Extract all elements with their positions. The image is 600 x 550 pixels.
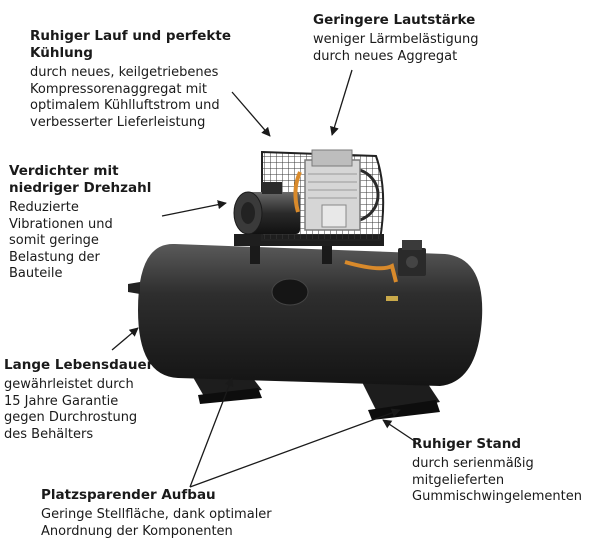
callout-space: Platzsparender Aufbau Geringe Stellfläch… (41, 487, 341, 540)
electric-motor (233, 182, 300, 235)
arrow-cooling (231, 91, 271, 137)
pressure-switch (398, 240, 426, 276)
callout-noise-body: weniger Lärmbelästigung durch neues Aggr… (313, 32, 479, 64)
callout-space-title: Platzsparender Aufbau (41, 487, 216, 503)
callout-arrows (111, 69, 417, 488)
callout-lifetime-title: Lange Lebensdauer (4, 357, 154, 373)
inspection-opening (271, 278, 309, 306)
callout-space-body: Geringe Stellfläche, dank optimaler Anor… (41, 507, 272, 539)
callout-cooling: Ruhiger Lauf und perfekte Kühlung durch … (30, 28, 270, 131)
arrow-stand (382, 419, 417, 443)
air-tank (128, 243, 483, 386)
compressor-pump (293, 149, 361, 231)
callout-noise-title: Geringere Lautstärke (313, 12, 476, 28)
arrow-space-right (189, 408, 401, 488)
callout-stand: Ruhiger Stand durch serienmäßig mitgelie… (412, 436, 597, 506)
callout-noise: Geringere Lautstärke weniger Lärmbelästi… (313, 12, 553, 65)
arrow-space-left (189, 377, 234, 488)
callout-rpm: Verdichter mit niedriger Drehzahl Reduzi… (9, 163, 184, 283)
callout-cooling-title: Ruhiger Lauf und perfekte Kühlung (30, 28, 231, 61)
callout-cooling-body: durch neues, keilgetriebenes Kompressore… (30, 65, 220, 130)
callout-rpm-body: Reduzierte Vibrationen und somit geringe… (9, 200, 113, 281)
callout-stand-body: durch serienmäßig mitgelieferten Gummisc… (412, 456, 582, 504)
callout-stand-title: Ruhiger Stand (412, 436, 521, 452)
brand-label-icon (386, 296, 398, 301)
callout-rpm-title: Verdichter mit niedriger Drehzahl (9, 163, 152, 196)
callout-lifetime: Lange Lebensdauer gewährleistet durch 15… (4, 357, 204, 443)
arrow-lifetime (111, 327, 139, 351)
arrow-noise (330, 69, 353, 136)
callout-lifetime-body: gewährleistet durch 15 Jahre Garantie ge… (4, 377, 138, 442)
arrow-rpm (161, 200, 227, 217)
pressure-pipe (344, 260, 398, 283)
